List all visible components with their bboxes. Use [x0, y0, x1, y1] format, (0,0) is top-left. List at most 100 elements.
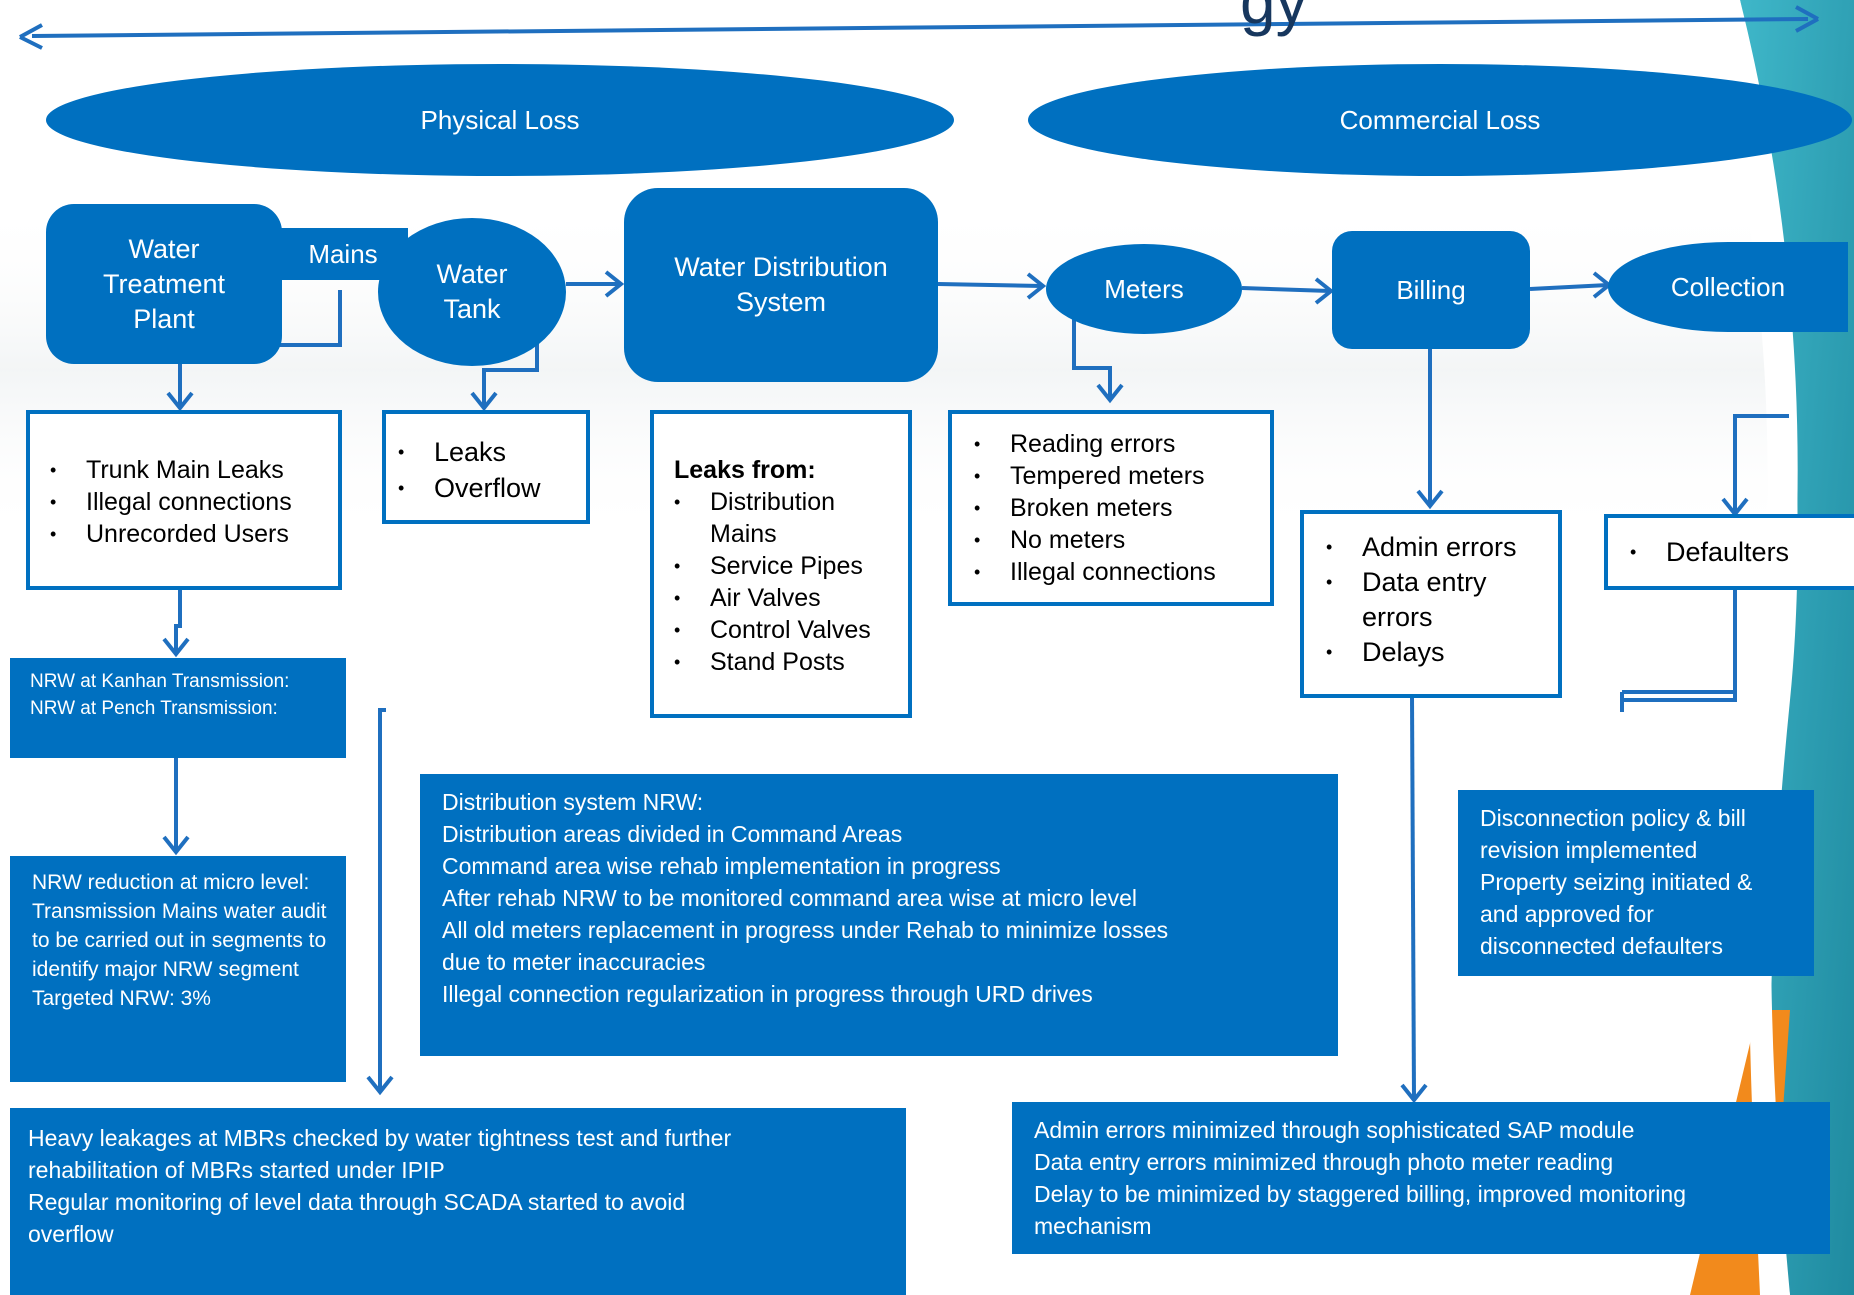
- mains-label: Mains: [308, 238, 378, 269]
- plant-label-line: Treatment: [102, 268, 226, 299]
- action-text-line: and approved for: [1480, 901, 1654, 927]
- action-text-line: Distribution areas divided in Command Ar…: [442, 821, 903, 847]
- action-text-line: NRW reduction at micro level: Transmissi…: [32, 871, 327, 981]
- list-item: Trunk Main Leaks: [50, 454, 338, 486]
- plant-issues-list: Trunk Main Leaks Illegal connections Unr…: [38, 454, 338, 550]
- distribution-to-meters-connector: [937, 282, 1043, 288]
- list-item: Unrecorded Users: [50, 518, 338, 550]
- tank-to-issues-connector: [482, 324, 539, 408]
- action-text-line: Illegal connection regularization in pro…: [442, 981, 1093, 1007]
- list-item: Illegal connections: [974, 556, 1270, 588]
- list-item: Leaks: [398, 434, 586, 470]
- action-text-line: Delay to be minimized by staggered billi…: [1034, 1181, 1686, 1207]
- action-text-line: due to meter inaccuracies: [442, 949, 706, 975]
- action-text-line: Regular monitoring of level data through…: [28, 1189, 686, 1215]
- arrowhead: [604, 270, 625, 298]
- water-distribution-system-node: Water Distribution System: [624, 188, 938, 382]
- tank-issues-box: Leaks Overflow: [382, 410, 590, 524]
- distribution-issues-list: Distribution Mains Service Pipes Air Val…: [674, 486, 908, 678]
- meters-to-issues-connector: [1072, 318, 1112, 400]
- action-text-line: overflow: [28, 1221, 114, 1247]
- action-text-line: Targeted NRW: 3%: [32, 987, 211, 1010]
- list-item: Tempered meters: [974, 460, 1270, 492]
- commercial-loss-oval: Commercial Loss: [1028, 64, 1852, 176]
- water-treatment-plant-node: Water Treatment Plant: [46, 204, 282, 364]
- action-text-line: rehabilitation of MBRs started under IPI…: [28, 1157, 445, 1183]
- mains-node: Mains: [278, 228, 408, 280]
- page-title-fragment: gy: [1240, 0, 1308, 37]
- billing-issues-list: Admin errors Data entry errors Delays: [1314, 530, 1558, 670]
- arrowhead: [1314, 277, 1335, 305]
- collection-issues-to-disconnection-connector: [1622, 588, 1737, 694]
- billing-issues-box: Admin errors Data entry errors Delays: [1300, 510, 1562, 698]
- distribution-nrw-box: Distribution system NRW: Distribution ar…: [420, 774, 1338, 1056]
- meters-issues-box: Reading errors Tempered meters Broken me…: [948, 410, 1274, 606]
- billing-label: Billing: [1396, 274, 1466, 305]
- arrowhead: [1096, 383, 1124, 404]
- list-item: Service Pipes: [674, 550, 908, 582]
- water-tank-node: Water Tank: [378, 218, 566, 366]
- tank-issues-to-mbr-connector: [378, 708, 386, 1092]
- arrowhead: [1400, 1083, 1428, 1104]
- list-item: Control Valves: [674, 614, 908, 646]
- micro-level-nrw-box: NRW reduction at micro level: Transmissi…: [10, 856, 346, 1082]
- list-item: Distribution Mains: [674, 486, 908, 550]
- disconnection-policy-box: Disconnection policy & bill revision imp…: [1458, 790, 1814, 976]
- arrowhead: [1026, 272, 1047, 300]
- timeline-arrow-line: [31, 17, 1809, 38]
- list-item: Defaulters: [1630, 536, 1854, 568]
- timeline-arrowhead-right: [1795, 5, 1819, 33]
- list-item: Air Valves: [674, 582, 908, 614]
- collection-label: Collection: [1670, 271, 1786, 302]
- plant-issues-box: Trunk Main Leaks Illegal connections Unr…: [26, 410, 342, 590]
- list-item: Broken meters: [974, 492, 1270, 524]
- list-item: Admin errors: [1326, 530, 1558, 565]
- action-text-line: Heavy leakages at MBRs checked by water …: [28, 1125, 732, 1151]
- billing-node: Billing: [1332, 231, 1530, 349]
- action-text-line: Disconnection policy & bill: [1480, 805, 1746, 831]
- meters-to-billing-connector: [1241, 286, 1331, 293]
- meters-issues-list: Reading errors Tempered meters Broken me…: [962, 428, 1270, 588]
- action-text-line: Distribution system NRW:: [442, 789, 704, 815]
- action-text-line: mechanism: [1034, 1213, 1152, 1239]
- billing-improvement-box: Admin errors minimized through sophistic…: [1012, 1102, 1830, 1254]
- arrowhead: [1416, 489, 1444, 510]
- plant-label-line: Water: [128, 233, 200, 264]
- plant-label-line: Plant: [133, 303, 195, 334]
- meters-node: Meters: [1046, 244, 1242, 334]
- action-text-line: Data entry errors minimized through phot…: [1034, 1149, 1614, 1175]
- arrowhead: [366, 1075, 394, 1096]
- distribution-label-line: Water Distribution: [674, 252, 888, 282]
- action-text-line: Command area wise rehab implementation i…: [442, 853, 1001, 879]
- tank-issues-list: Leaks Overflow: [386, 434, 586, 506]
- action-text-line: All old meters replacement in progress u…: [442, 917, 1169, 943]
- plant-issues-to-transmission-connector: [174, 588, 182, 654]
- action-text-line: NRW at Kanhan Transmission: NRW at Pench…: [30, 671, 290, 719]
- action-text-line: After rehab NRW to be monitored command …: [442, 885, 1137, 911]
- billing-to-collection-connector: [1529, 283, 1609, 291]
- physical-loss-oval: Physical Loss: [46, 64, 954, 176]
- list-item: No meters: [974, 524, 1270, 556]
- action-text-line: Admin errors minimized through sophistic…: [1034, 1117, 1635, 1143]
- list-item: Data entry errors: [1326, 565, 1558, 635]
- distribution-issues-box: Leaks from: Distribution Mains Service P…: [650, 410, 912, 718]
- leaks-from-heading: Leaks from:: [674, 456, 816, 484]
- tank-label-line: Tank: [443, 294, 501, 324]
- list-item: Delays: [1326, 635, 1558, 670]
- billing-issues-to-fix-connector: [1410, 695, 1416, 1101]
- list-item: Overflow: [398, 470, 586, 506]
- transmission-nrw-box: NRW at Kanhan Transmission: NRW at Pench…: [10, 658, 346, 758]
- commercial-loss-label: Commercial Loss: [1339, 104, 1541, 135]
- collection-to-issues-connector: [1733, 414, 1789, 514]
- action-text-line: Property seizing initiated &: [1480, 869, 1753, 895]
- list-item: Reading errors: [974, 428, 1270, 460]
- arrowhead: [162, 835, 190, 856]
- arrowhead: [166, 391, 194, 412]
- arrowhead: [470, 391, 498, 412]
- physical-loss-label: Physical Loss: [420, 104, 580, 135]
- distribution-label-line: System: [735, 287, 827, 317]
- tank-label-line: Water: [436, 259, 508, 289]
- action-text-line: revision implemented: [1480, 837, 1698, 863]
- mbr-leakage-box: Heavy leakages at MBRs checked by water …: [10, 1108, 906, 1295]
